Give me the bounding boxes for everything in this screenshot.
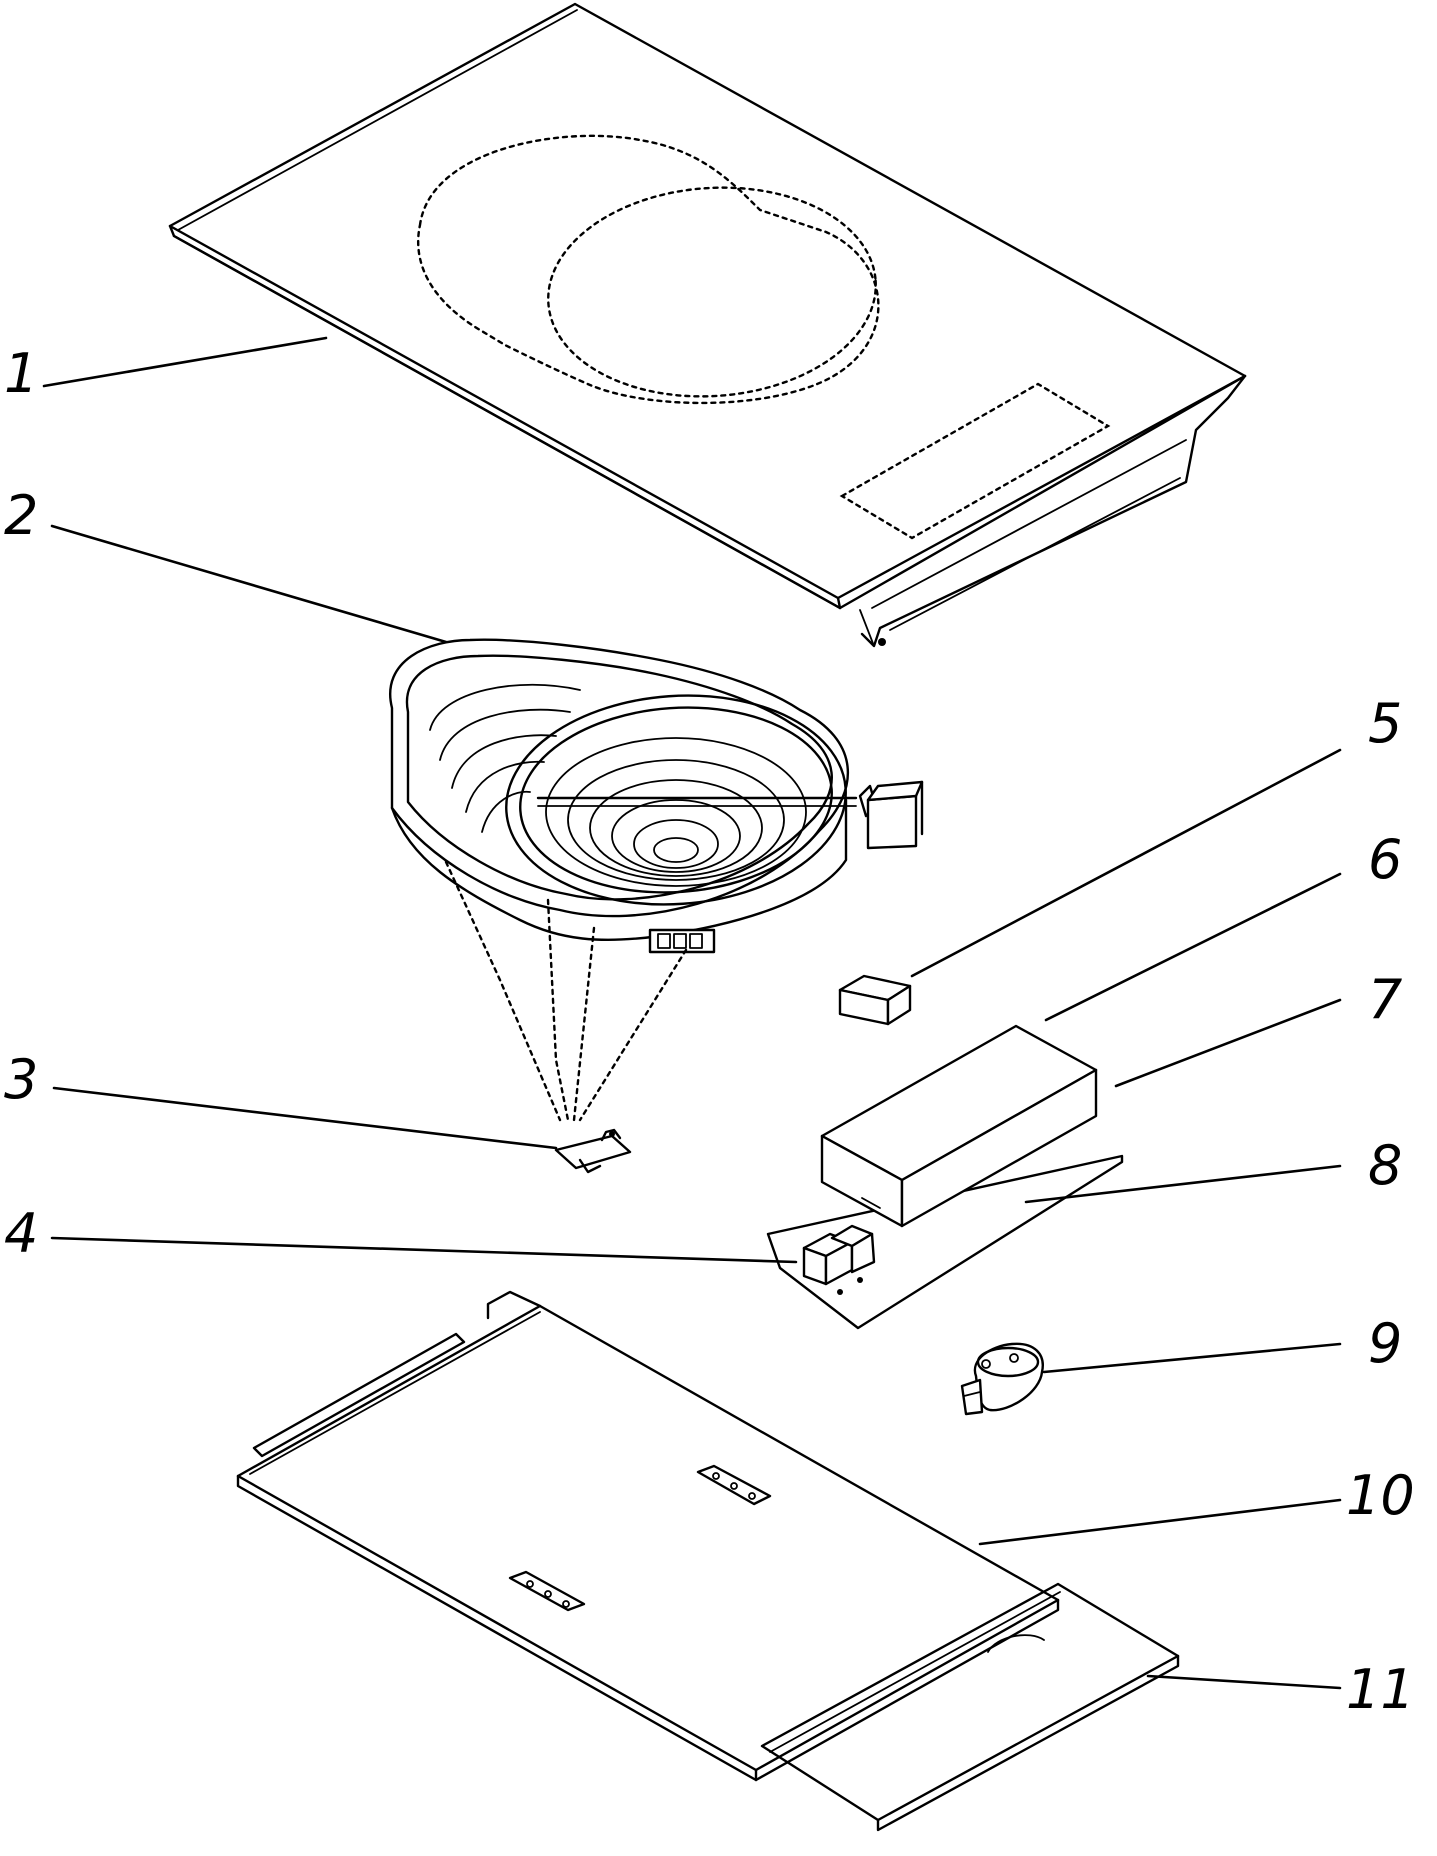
part-3-bracket [554, 1128, 632, 1174]
callout-8: 8 [1368, 1134, 1402, 1197]
leader-lines [42, 336, 1342, 1690]
callout-4: 4 [4, 1202, 38, 1265]
wiring-dashed-lines [444, 860, 688, 1122]
callout-10: 10 [1346, 1464, 1415, 1527]
part-2-heating-element [389, 638, 924, 954]
part-4-relay [802, 1224, 876, 1295]
callout-labels: 1 2 3 4 5 6 7 8 9 10 11 [4, 342, 1415, 1721]
callout-3: 3 [4, 1048, 38, 1111]
callout-2: 2 [4, 484, 38, 547]
part-10-base-tray [236, 1290, 1060, 1782]
callout-1: 1 [4, 342, 38, 405]
part-9-round-connector [960, 1342, 1044, 1416]
callout-7: 7 [1368, 968, 1402, 1031]
callout-11: 11 [1346, 1658, 1415, 1721]
callout-9: 9 [1368, 1312, 1402, 1375]
callout-6: 6 [1368, 828, 1402, 891]
part-5-small-block [838, 974, 912, 1026]
part-7-box-module [820, 1024, 1098, 1228]
part-11-rear-panel [760, 1582, 1180, 1832]
part-1-glass-top-plate [168, 2, 1247, 648]
callout-5: 5 [1368, 692, 1402, 755]
